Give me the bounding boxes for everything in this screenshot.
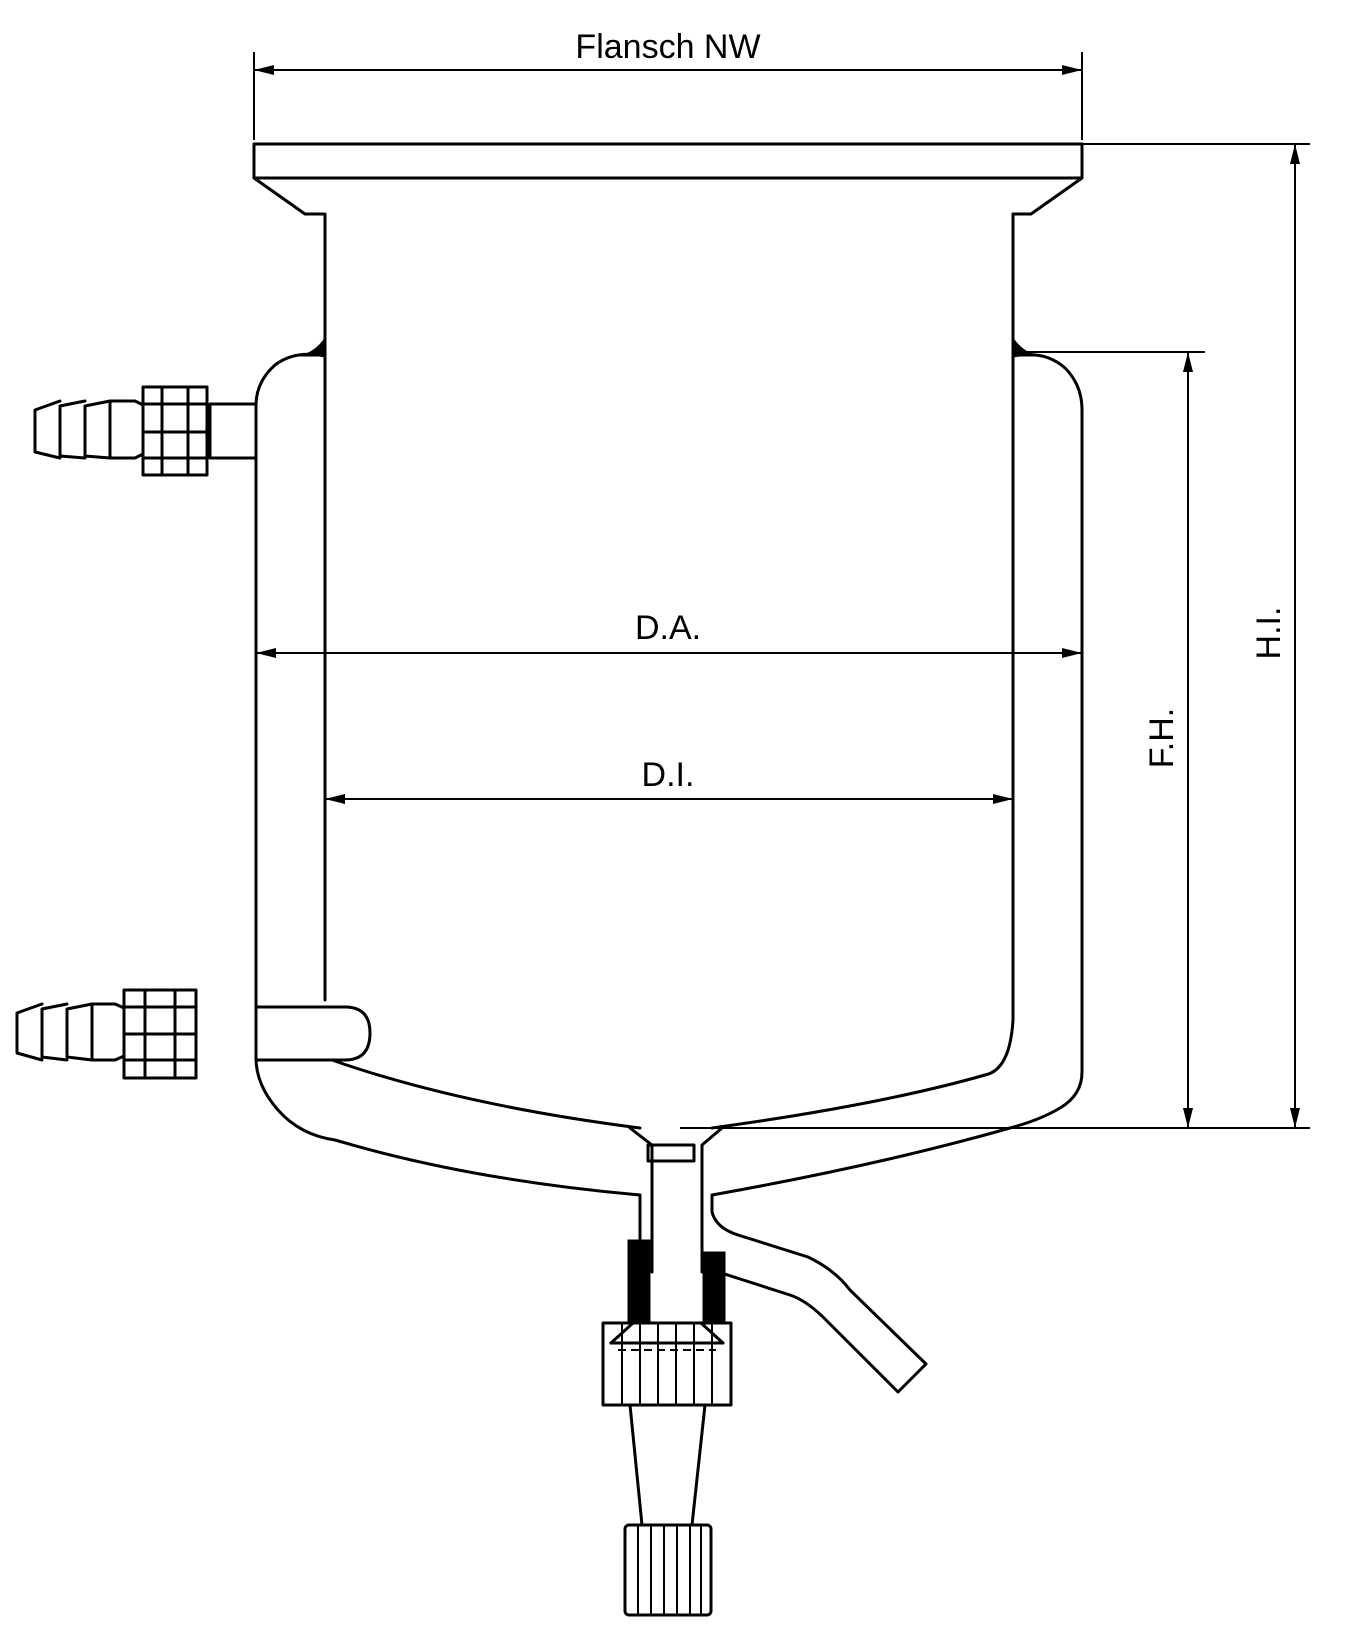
label-fill-height: F.H. <box>1143 708 1181 768</box>
inner-vessel-wall <box>299 212 1039 1130</box>
label-inner-diameter: D.I. <box>642 756 695 794</box>
dimension-fill-height: F.H. <box>680 351 1310 1129</box>
outer-jacket-wall <box>254 352 1084 1197</box>
bottom-outlet-valve <box>601 1126 928 1617</box>
label-inner-height: H.I. <box>1250 607 1288 660</box>
flange <box>252 142 1084 216</box>
label-outer-diameter: D.A. <box>635 609 701 647</box>
label-flange: Flansch NW <box>575 28 760 66</box>
dimension-inner-diameter: D.I. <box>325 756 1013 804</box>
upper-hose-connector <box>33 385 258 477</box>
dimension-inner-height: H.I. <box>1082 143 1310 1128</box>
dimension-outer-diameter: D.A. <box>256 609 1082 658</box>
lower-hose-connector <box>15 988 372 1080</box>
dimension-flange-width: Flansch NW <box>253 28 1083 140</box>
